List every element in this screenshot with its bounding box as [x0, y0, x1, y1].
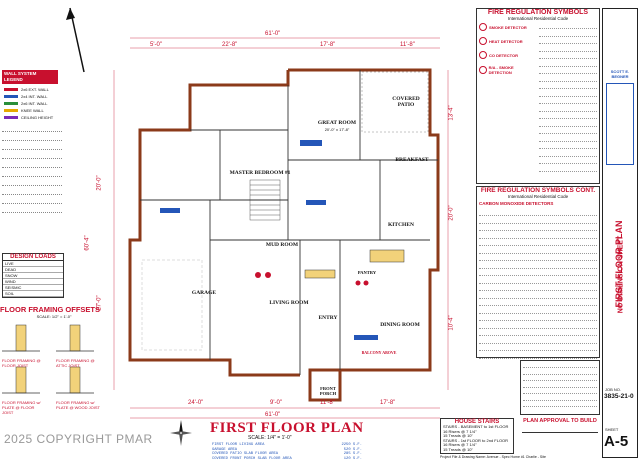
fire-symbol-label: SMOKE DETECTOR [489, 25, 527, 30]
framing-label-1: FLOOR FRAMING @ FLOOR JOIST [2, 358, 42, 368]
detector-icon [479, 23, 487, 31]
legend-item: 2x6 INT. WALL [4, 100, 56, 107]
room-mud-room: MUD ROOM [264, 242, 300, 248]
floor-framing-scale: SCALE: 1/2" = 1'-0" [0, 314, 108, 319]
legend-swatch [4, 88, 18, 91]
room-dining-room: DINING ROOM [375, 322, 425, 328]
firm-name: SCOTT E. BEGNER [603, 69, 637, 79]
floor-plan-drawing [100, 30, 460, 430]
right-title-strip: SCOTT E. BEGNER FIRST FLOOR PLAN NO DIME… [602, 8, 638, 458]
plan-scale: SCALE: 1/4" = 1'-0" [248, 436, 292, 441]
legend-swatch [4, 109, 18, 112]
fire-symbol-item: CO DETECTOR [479, 51, 535, 59]
detector-icon [479, 37, 487, 45]
dim-bottom-1: 24'-0" [188, 400, 203, 406]
fire-symbol-item: SMOKE DETECTOR [479, 23, 535, 31]
project-footer: Project File & Drawing Name: Avenue - Sp… [440, 455, 600, 460]
fire-symbol-label: CO DETECTOR [489, 53, 518, 58]
stairs-line: 15 Treads @ 10" [443, 448, 513, 453]
wall-legend: WALL SYSTEM LEGEND 2x6 EXT. WALL 2x4 INT.… [2, 70, 58, 122]
fire-symbol-label: HEAT DETECTOR [489, 39, 523, 44]
plan-approval-label: PLAN APPROVAL TO BUILD [520, 418, 600, 424]
dim-overall-left: 60'-4" [85, 235, 91, 250]
dim-right-2: 20'-0" [449, 205, 455, 220]
framing-label-4: FLOOR FRAMING w/ PLATE @ WOOD JOIST [56, 400, 100, 410]
sheet-label: SHEET [605, 427, 618, 432]
legend-notes [2, 125, 62, 215]
design-load-row: SOIL [3, 291, 63, 297]
framing-label-3: FLOOR FRAMING w/ PLATE @ FLOOR JOIST [2, 400, 46, 415]
room-garage: GARAGE [184, 290, 224, 296]
floor-framing-title: FLOOR FRAMING OFFSETS [0, 305, 108, 314]
dim-top-4: 11'-8" [400, 42, 415, 48]
room-balcony-above: BALCONY ABOVE [356, 350, 402, 355]
fire-symbol-item: HEAT DETECTOR [479, 37, 535, 45]
legend-item: 2x4 INT. WALL [4, 93, 56, 100]
legend-label: 2x6 EXT. WALL [21, 87, 49, 92]
fire-symbol-label: R/A - SMOKE DETECTION [489, 65, 535, 75]
detector-icon [479, 66, 487, 74]
dim-left-2: 27'-0" [97, 295, 103, 310]
dim-top-2: 22'-8" [222, 42, 237, 48]
dim-left-1: 20'-0" [97, 175, 103, 190]
area-label: COVERED FRONT PORCH SLAB FLOOR AREA [212, 457, 292, 461]
legend-label: 2x6 INT. WALL [21, 101, 48, 106]
room-front-porch: FRONT PORCH [313, 386, 343, 396]
detector-icon [479, 51, 487, 59]
dim-overall-top: 61'-0" [265, 31, 280, 37]
fire-regulation-panel: FIRE REGULATION SYMBOLS International Re… [476, 8, 600, 184]
room-living-room: LIVING ROOM [264, 300, 314, 306]
dim-right-3: 10'-4" [449, 315, 455, 330]
room-entry: ENTRY [313, 315, 343, 321]
room-breakfast: BREAKFAST [392, 157, 432, 163]
dim-bottom-3: 11'-8" [320, 400, 335, 406]
legend-swatch [4, 95, 18, 98]
legend-label: CEILING HEIGHT [21, 115, 53, 120]
sheet-subtitle-vertical: NO DIMENSION SHEET [618, 205, 625, 345]
job-no-label: JOB NO. [605, 387, 621, 392]
design-loads-title: DESIGN LOADS [3, 254, 63, 261]
fire-reg-title: FIRE REGULATION SYMBOLS [477, 9, 599, 16]
room-pantry: PANTRY [352, 270, 382, 275]
legend-label: KNEE WALL [21, 108, 44, 113]
legend-item: CEILING HEIGHT [4, 114, 56, 121]
floor-framing-offsets: FLOOR FRAMING OFFSETS SCALE: 1/2" = 1'-0… [0, 305, 108, 415]
approval-signature-line [522, 432, 598, 433]
dim-overall-bottom: 61'-0" [265, 412, 280, 418]
north-arrow-icon [168, 418, 194, 448]
room-covered-patio: COVERED PATIO [388, 96, 424, 108]
dim-top-1: 5'-0" [150, 42, 162, 48]
framing-label-2: FLOOR FRAMING @ ATTIC JOIST [56, 358, 100, 368]
room-great-room: GREAT ROOM [312, 120, 362, 126]
job-no-value: 3835-21-0 [604, 393, 634, 400]
contractor-notes [520, 360, 600, 415]
fire-reg-cont-title: FIRE REGULATION SYMBOLS CONT. [477, 187, 599, 194]
dim-top-3: 17'-8" [320, 42, 335, 48]
dim-right-1: 13'-4" [449, 105, 455, 120]
fire-regulation-cont-panel: FIRE REGULATION SYMBOLS CONT. Internatio… [476, 186, 600, 358]
legend-item: KNEE WALL [4, 107, 56, 114]
fire-symbol-item: R/A - SMOKE DETECTION [479, 65, 535, 75]
orientation-arrow [64, 6, 90, 76]
legend-item: 2x6 EXT. WALL [4, 86, 56, 93]
house-stairs-table: HOUSE STAIRS STAIRS - BASEMENT to 1st FL… [440, 418, 514, 454]
legend-label: 2x4 INT. WALL [21, 94, 48, 99]
room-master-bedroom: MASTER BEDROOM #1 [225, 170, 295, 176]
copyright-watermark: 2025 COPYRIGHT PMAR [4, 432, 153, 446]
dim-bottom-4: 17'-8" [380, 400, 395, 406]
fire-cont-item: CARBON MONOXIDE DETECTORS [479, 201, 597, 206]
room-kitchen: KITCHEN [384, 222, 418, 228]
area-value: 120 S.F. [344, 457, 362, 461]
legend-swatch [4, 102, 18, 105]
legend-swatch [4, 116, 18, 119]
dim-bottom-2: 9'-0" [270, 400, 282, 406]
room-great-room-size: 20'-0" x 17'-8" [312, 127, 362, 132]
wall-legend-title: WALL SYSTEM LEGEND [2, 70, 58, 84]
sheet-number: A-5 [604, 433, 628, 450]
area-row: COVERED FRONT PORCH SLAB FLOOR AREA 120 S… [212, 457, 362, 461]
